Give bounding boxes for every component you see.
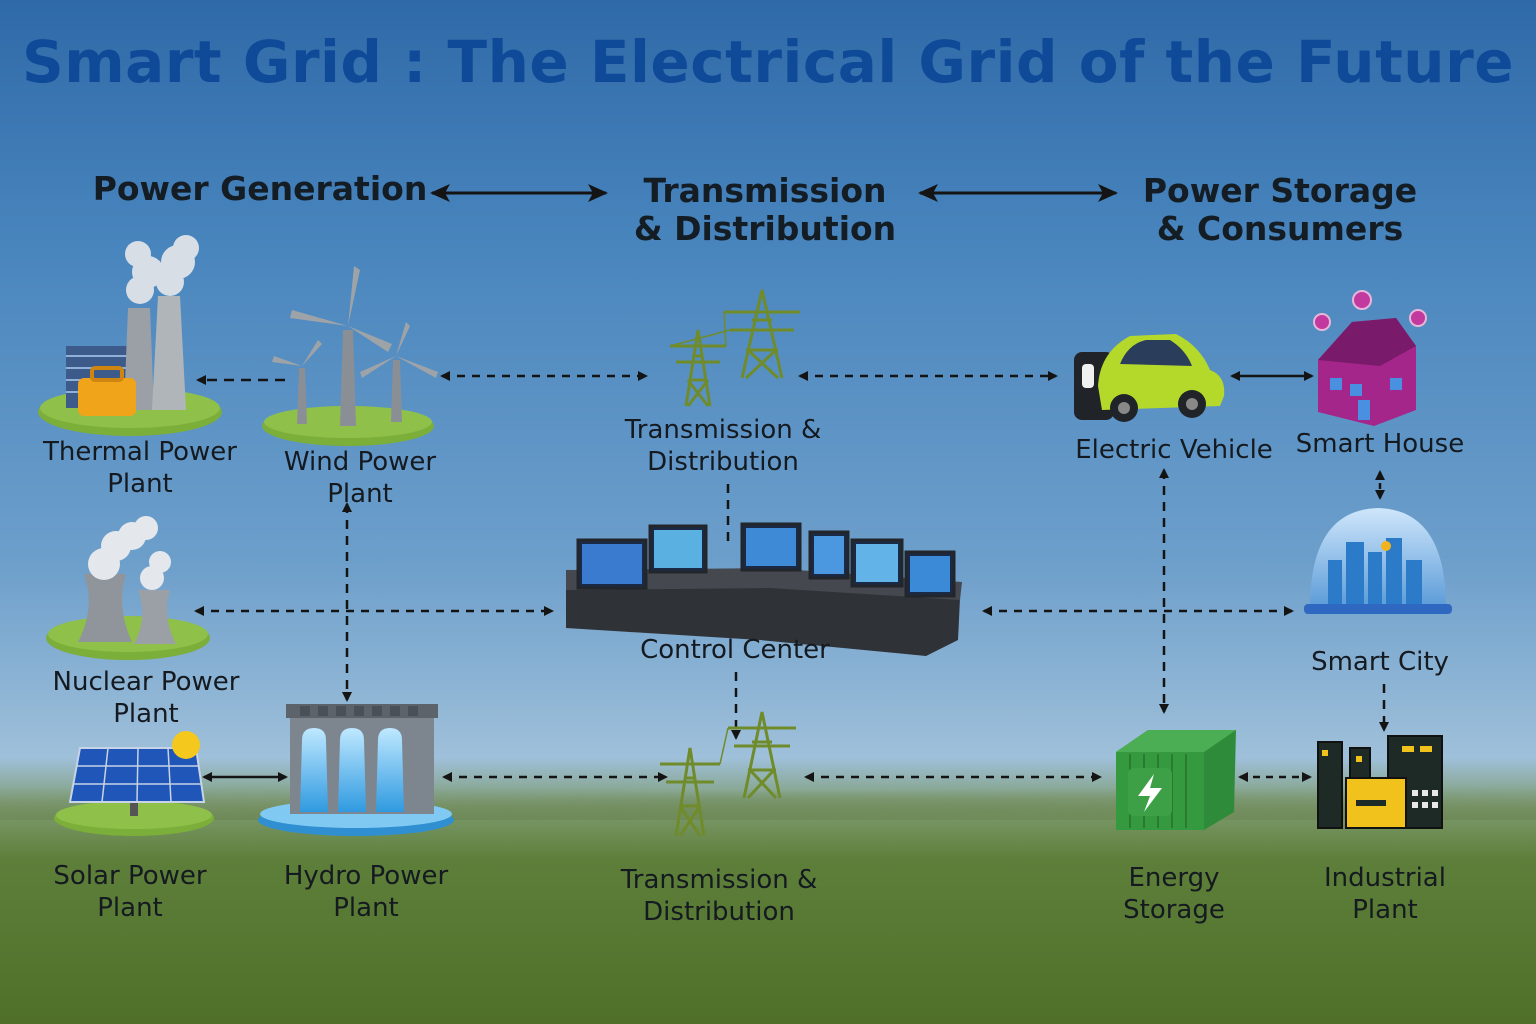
label-wind-plant: Wind Power Plant (283, 447, 437, 509)
header-transmission: Transmission & Distribution (633, 171, 897, 248)
label-smart-house: Smart House (1295, 429, 1465, 459)
transmission-tower-bottom-icon (660, 711, 796, 837)
control-center-icon (566, 522, 962, 656)
label-solar-plant: Solar Power Plant (53, 861, 207, 923)
header-storage-consumers: Power Storage & Consumers (1142, 171, 1418, 248)
label-thermal-plant: Thermal Power Plant (43, 437, 237, 499)
label-transmission-top: Transmission & Distribution (624, 415, 822, 477)
electric-vehicle-icon (1074, 334, 1225, 422)
label-industrial-plant: Industrial Plant (1324, 863, 1446, 925)
smart-house-icon (1313, 290, 1427, 426)
header-power-generation: Power Generation (92, 169, 428, 208)
label-energy-storage: Energy Storage (1123, 863, 1225, 925)
label-nuclear-plant: Nuclear Power Plant (52, 667, 240, 729)
nuclear-plant-icon (46, 516, 210, 660)
transmission-tower-top-icon (669, 289, 800, 407)
treeline-background (0, 780, 1536, 820)
hydro-plant-icon (258, 704, 454, 836)
label-control-center: Control Center (640, 635, 830, 665)
label-smart-city: Smart City (1311, 647, 1449, 677)
thermal-plant-icon (38, 235, 222, 436)
label-transmission-bottom: Transmission & Distribution (620, 865, 818, 927)
industrial-plant-icon (1317, 735, 1443, 829)
label-electric-vehicle: Electric Vehicle (1075, 435, 1273, 465)
solar-plant-icon (54, 731, 214, 836)
label-hydro-plant: Hydro Power Plant (283, 861, 449, 923)
energy-storage-icon (1116, 730, 1236, 830)
smart-city-icon (1304, 508, 1452, 614)
connectors (194, 371, 1389, 782)
wind-plant-icon (262, 266, 438, 446)
page-title: Smart Grid : The Electrical Grid of the … (21, 28, 1515, 96)
